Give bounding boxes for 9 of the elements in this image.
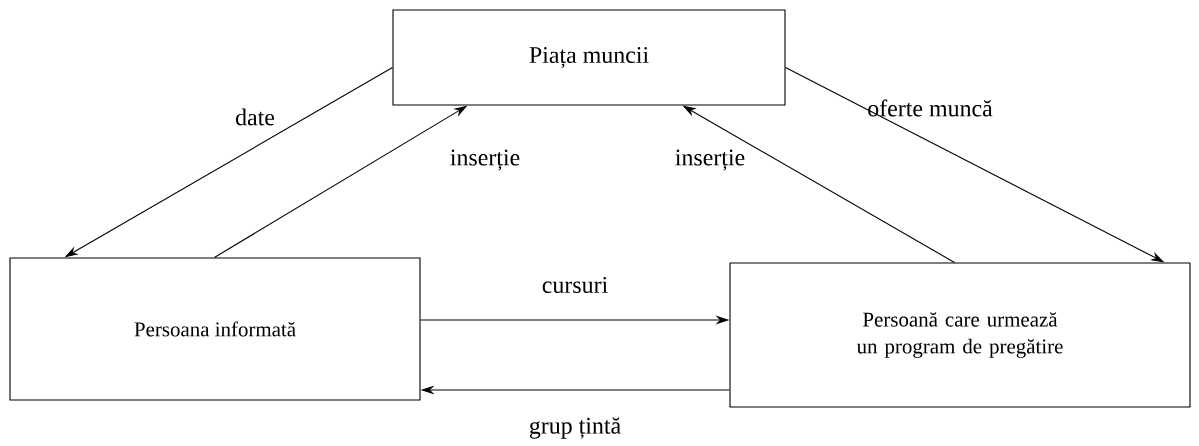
- process-box: Persoană care urmează un program de pregătire: [729, 262, 1191, 408]
- process-box: Piața muncii: [392, 9, 786, 106]
- edge-label: date: [235, 108, 275, 126]
- edge-label: inserție: [675, 149, 745, 171]
- edge-label: grup țintă: [529, 417, 621, 439]
- edge-label: oferte muncă: [868, 99, 993, 117]
- edge-label: cursuri: [542, 276, 608, 293]
- edge-label: inserție: [450, 149, 520, 171]
- process-box: Persoana informată: [9, 257, 421, 401]
